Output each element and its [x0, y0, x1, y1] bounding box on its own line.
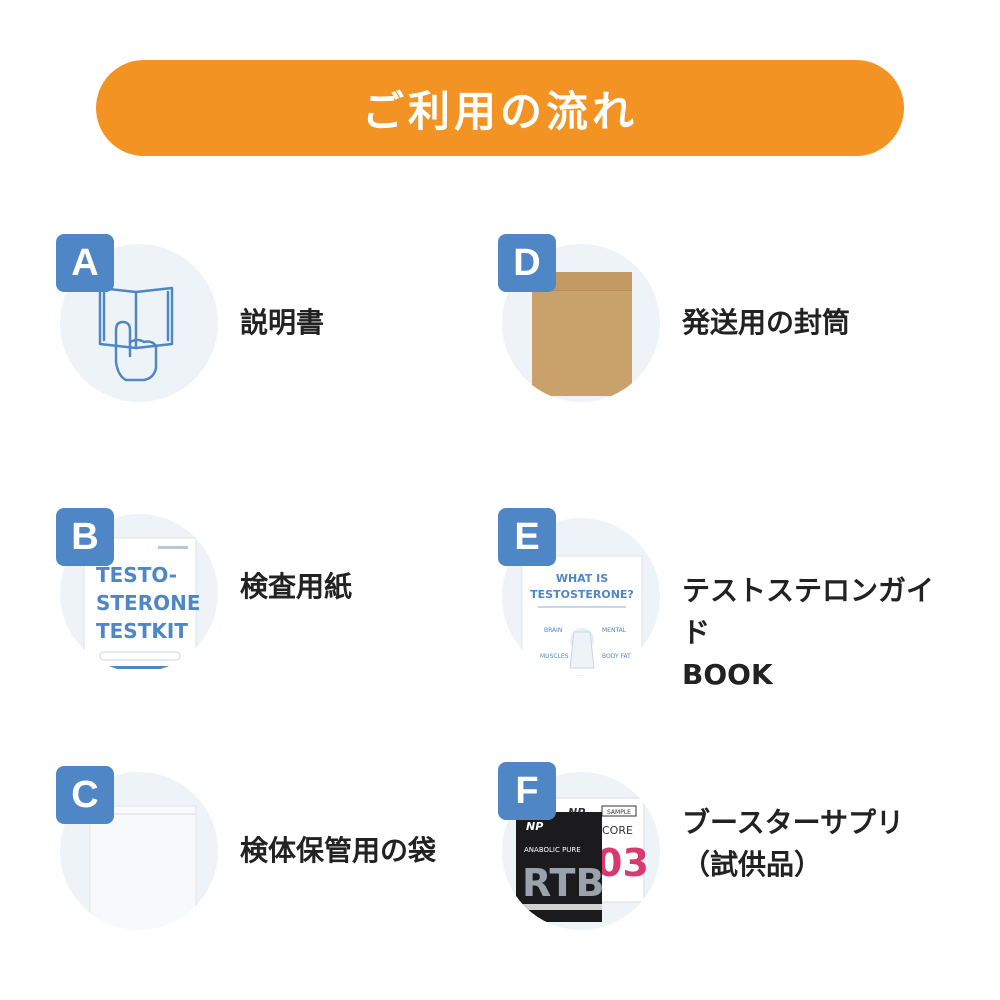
supp-back-sample: SAMPLE	[607, 809, 631, 816]
supp-back-core: CORE	[602, 824, 633, 837]
item-e-guide-book: WHAT IS TESTOSTERONE? BRAIN MENTAL MUSCL…	[498, 508, 942, 691]
item-c-label: 検体保管用の袋	[240, 834, 437, 867]
badge-d: D	[498, 234, 556, 292]
supp-front-brand: NP	[526, 820, 543, 833]
badge-c: C	[56, 766, 114, 824]
item-c-circle	[60, 772, 218, 930]
item-b-test-sheet: TESTO- STERONE TESTKIT B 検査用紙	[56, 508, 500, 690]
item-c-sample-bag: C 検体保管用の袋	[56, 766, 500, 948]
item-b-circle: TESTO- STERONE TESTKIT	[60, 514, 218, 672]
guide-book-image: WHAT IS TESTOSTERONE? BRAIN MENTAL MUSCL…	[521, 555, 643, 676]
item-a-label: 説明書	[240, 306, 325, 339]
guide-tag-bodyfat: BODY FAT	[602, 653, 631, 660]
guide-title-2: TESTOSTERONE?	[530, 588, 634, 601]
item-b-label: 検査用紙	[240, 570, 353, 603]
test-sheet-line2: STERONE	[96, 591, 201, 615]
badge-e: E	[498, 508, 556, 566]
guide-tag-muscles: MUSCLES	[540, 653, 569, 660]
test-sheet-line3: TESTKIT	[96, 619, 188, 643]
item-f-label: ブースターサプリ （試供品）	[682, 806, 905, 881]
supp-front-product: ANABOLIC PURE	[524, 846, 581, 854]
supp-front-big: RTB	[522, 861, 604, 905]
envelope-image	[532, 272, 632, 396]
test-sheet-line1: TESTO-	[96, 563, 177, 587]
item-a-manual: A 説明書	[56, 234, 500, 416]
badge-a: A	[56, 234, 114, 292]
page-title: ご利用の流れ	[361, 86, 638, 136]
manual-icon	[98, 286, 174, 382]
sample-bag-image	[89, 805, 197, 930]
item-d-envelope: D 発送用の封筒	[498, 234, 942, 416]
header-banner: ご利用の流れ	[96, 60, 904, 156]
item-f-supplement: NP SAMPLE CORE 03 NP ANABOLIC PURE RTB F…	[498, 762, 942, 948]
badge-b: B	[56, 508, 114, 566]
supplement-image: NP SAMPLE CORE 03 NP ANABOLIC PURE RTB	[516, 797, 649, 922]
item-f-circle: NP SAMPLE CORE 03 NP ANABOLIC PURE RTB	[502, 772, 660, 930]
guide-tag-brain: BRAIN	[544, 627, 562, 634]
item-d-label: 発送用の封筒	[682, 306, 851, 339]
test-sheet-image: TESTO- STERONE TESTKIT	[83, 537, 201, 672]
guide-tag-mental: MENTAL	[602, 627, 627, 634]
guide-title-1: WHAT IS	[556, 572, 608, 585]
badge-f: F	[498, 762, 556, 820]
item-e-label: テストステロンガイド BOOK	[682, 574, 935, 691]
supp-back-big: 03	[596, 841, 649, 885]
